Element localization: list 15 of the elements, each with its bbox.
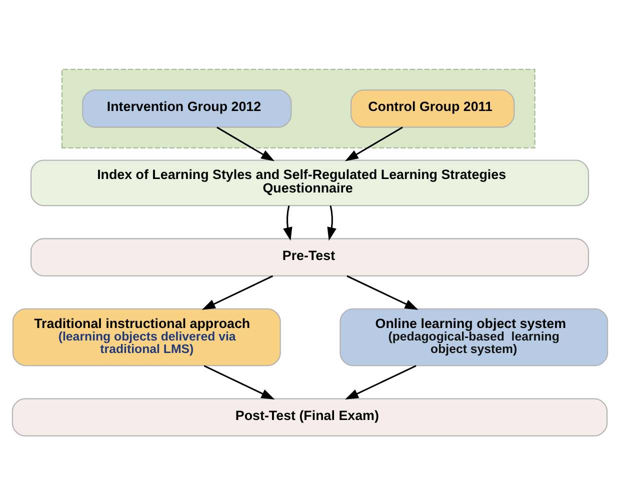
arrow — [345, 365, 416, 400]
node-box: Online learning object system (pedagogical-based learning object system) — [340, 308, 608, 366]
arrow — [344, 126, 403, 162]
arrow — [327, 205, 336, 241]
arrow — [283, 205, 292, 241]
node-box: Traditional instructional approach (learning objects delivered via traditional LMS) — [12, 308, 281, 366]
cluster — [61, 68, 536, 148]
arrow — [204, 365, 275, 400]
node-box: Control Group 2011 — [350, 90, 515, 128]
node-box: Intervention Group 2012 — [82, 90, 292, 128]
arrow — [346, 275, 418, 310]
arrow — [202, 275, 274, 310]
node-box: Index of Learning Styles and Self-Regulated Learning Strategies Questionnaire — [30, 160, 589, 206]
node-box: Pre-Test — [30, 238, 589, 276]
node-box: Post-Test (Final Exam) — [12, 398, 608, 436]
